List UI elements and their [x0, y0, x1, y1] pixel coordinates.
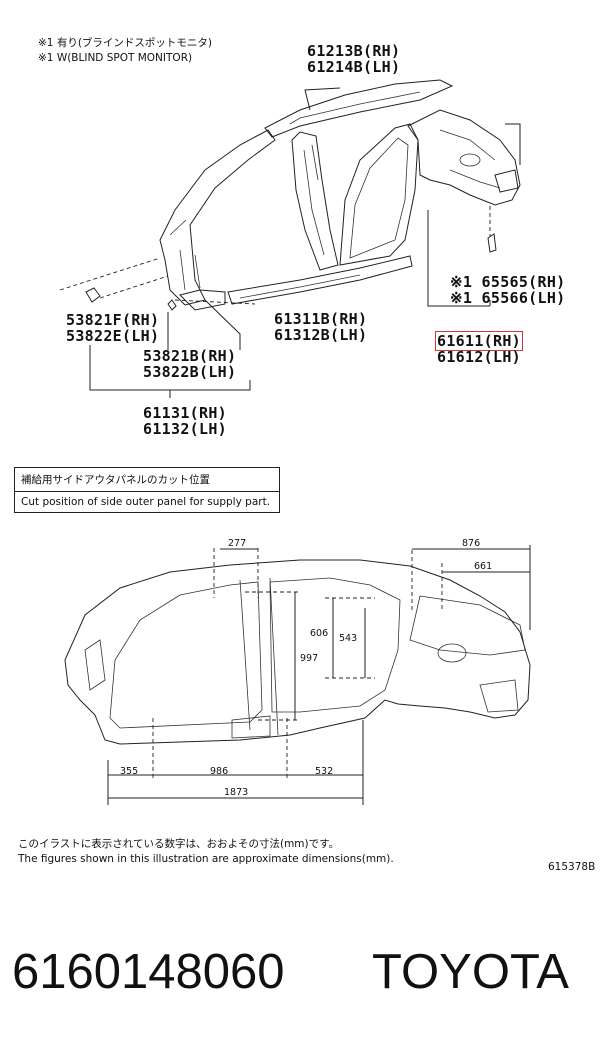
part-65565[interactable]: ※1 65565(RH) — [450, 273, 566, 291]
part-61132[interactable]: 61132(LH) — [143, 420, 227, 438]
part-53821f[interactable]: 53821F(RH) — [66, 311, 160, 329]
part-61213b[interactable]: 61213B(RH) — [307, 42, 401, 60]
footer-note-jp: このイラストに表示されている数字は、おおよその寸法(mm)です。 — [18, 838, 340, 850]
product-brand: TOYOTA — [372, 945, 569, 999]
product-part-number: 6160148060 — [12, 945, 285, 999]
dim-1873: 1873 — [224, 787, 249, 798]
part-61214b[interactable]: 61214B(LH) — [307, 58, 401, 76]
dim-606: 606 — [310, 628, 329, 639]
dim-661: 661 — [474, 561, 493, 572]
part-61612[interactable]: 61612(LH) — [437, 348, 521, 366]
dim-355: 355 — [120, 766, 139, 777]
blind-spot-note-jp: ※1 有り(ブラインドスポットモニタ) — [38, 37, 213, 49]
supply-box-title-jp: 補給用サイドアウタパネルのカット位置 — [15, 468, 279, 492]
part-61312b[interactable]: 61312B(LH) — [274, 326, 368, 344]
dim-277: 277 — [228, 538, 247, 549]
dim-986: 986 — [210, 766, 229, 777]
upper-body-side-drawing — [59, 79, 521, 398]
dim-532: 532 — [315, 766, 334, 777]
supply-cut-position-box: 補給用サイドアウタパネルのカット位置 Cut position of side … — [14, 467, 280, 513]
part-61611-highlighted[interactable]: 61611(RH) — [435, 331, 523, 351]
part-61131[interactable]: 61131(RH) — [143, 404, 227, 422]
part-53822b[interactable]: 53822B(LH) — [143, 363, 237, 381]
dim-997: 997 — [300, 653, 319, 664]
dim-876: 876 — [462, 538, 481, 549]
part-61311b[interactable]: 61311B(RH) — [274, 310, 368, 328]
supply-box-title-en: Cut position of side outer panel for sup… — [21, 496, 271, 508]
lower-body-side-drawing — [64, 545, 531, 805]
footer-note-en: The figures shown in this illustration a… — [18, 853, 394, 865]
part-65566[interactable]: ※1 65566(LH) — [450, 289, 566, 307]
drawing-ref: 615378B — [548, 861, 596, 873]
dim-543: 543 — [339, 633, 358, 644]
blind-spot-note-en: ※1 W(BLIND SPOT MONITOR) — [38, 52, 193, 64]
part-53822e[interactable]: 53822E(LH) — [66, 327, 160, 345]
part-53821b[interactable]: 53821B(RH) — [143, 347, 237, 365]
